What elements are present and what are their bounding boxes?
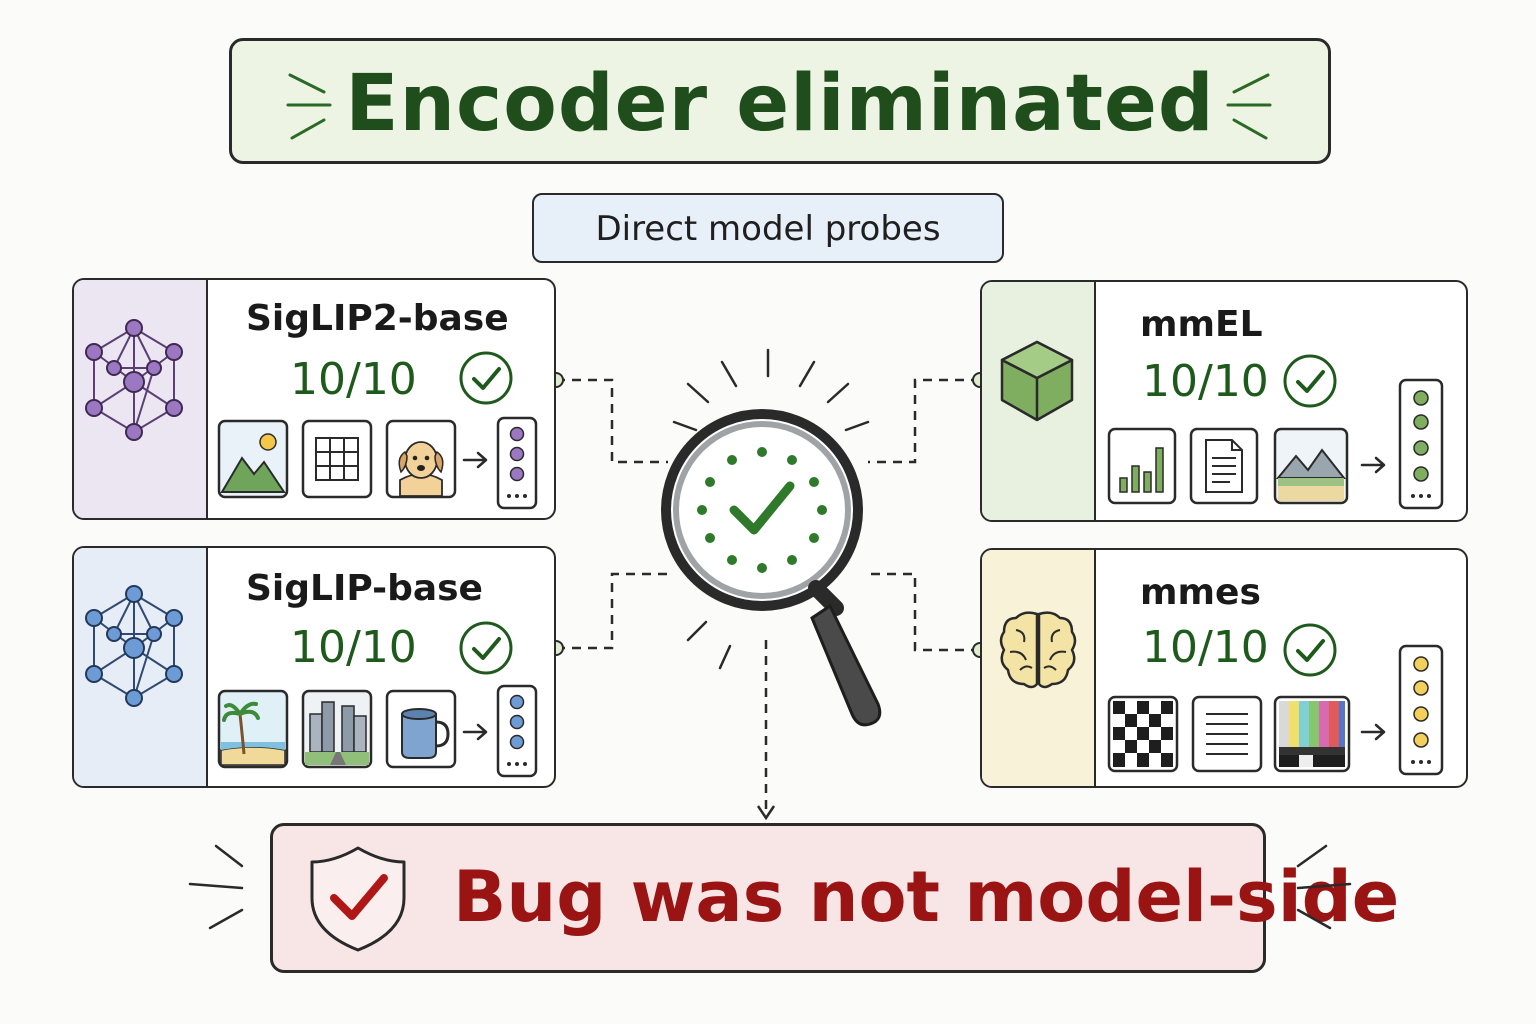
model-name: SigLIP2-base bbox=[246, 298, 509, 339]
network-graph-icon bbox=[85, 585, 183, 707]
cube-icon bbox=[1000, 340, 1074, 422]
arrow-right-icon bbox=[462, 451, 488, 469]
model-name: mmEL bbox=[1140, 304, 1263, 345]
network-graph-icon bbox=[85, 319, 183, 441]
shield-check-icon bbox=[310, 846, 406, 952]
title-sparkle-left-icon bbox=[286, 73, 332, 140]
mug-image-thumbnail-icon bbox=[385, 689, 457, 769]
check-circle-icon bbox=[459, 351, 513, 405]
embedding-vector-icon bbox=[496, 416, 538, 510]
arrow-right-icon bbox=[1360, 456, 1386, 474]
conclusion-sparkle-right-icon bbox=[1296, 844, 1352, 930]
landscape-thumbnail-icon bbox=[1273, 427, 1349, 505]
city-street-thumbnail-icon bbox=[301, 689, 373, 769]
conclusion-banner: Bug was not model-side bbox=[270, 823, 1399, 973]
embedding-vector-icon bbox=[496, 684, 538, 778]
dog-image-thumbnail-icon bbox=[385, 419, 457, 499]
text-lines-thumbnail-icon bbox=[1191, 695, 1263, 773]
embedding-vector-icon bbox=[1398, 378, 1444, 510]
arrow-right-icon bbox=[462, 723, 488, 741]
page-title: Encoder eliminated bbox=[345, 59, 1215, 149]
model-name: mmes bbox=[1140, 572, 1261, 613]
arrow-right-icon bbox=[1360, 723, 1386, 741]
brain-icon bbox=[999, 611, 1077, 689]
probes-label: Direct model probes bbox=[595, 209, 941, 249]
grid-image-thumbnail-icon bbox=[301, 419, 373, 499]
mountain-image-thumbnail-icon bbox=[217, 419, 289, 499]
document-thumbnail-icon bbox=[1189, 427, 1259, 505]
check-circle-icon bbox=[1283, 623, 1337, 677]
model-score: 10/10 bbox=[290, 354, 417, 405]
check-circle-icon bbox=[1283, 354, 1337, 408]
title-banner: Encoder eliminated bbox=[229, 38, 1331, 164]
bar-chart-thumbnail-icon bbox=[1107, 427, 1177, 505]
beach-image-thumbnail-icon bbox=[217, 689, 289, 769]
color-bars-thumbnail-icon bbox=[1273, 695, 1351, 773]
model-name: SigLIP-base bbox=[246, 568, 483, 609]
magnifier-check-icon bbox=[661, 348, 882, 727]
conclusion-sparkle-left-icon bbox=[188, 844, 244, 930]
check-circle-icon bbox=[459, 621, 513, 675]
model-score: 10/10 bbox=[1142, 622, 1269, 673]
checkerboard-thumbnail-icon bbox=[1107, 695, 1179, 773]
embedding-vector-icon bbox=[1398, 644, 1444, 776]
model-score: 10/10 bbox=[290, 622, 417, 673]
title-sparkle-right-icon bbox=[1226, 73, 1272, 140]
conclusion-text: Bug was not model-side bbox=[453, 856, 1400, 938]
card-strip bbox=[74, 280, 208, 518]
model-score: 10/10 bbox=[1142, 356, 1269, 407]
probes-label-box: Direct model probes bbox=[532, 193, 1004, 263]
